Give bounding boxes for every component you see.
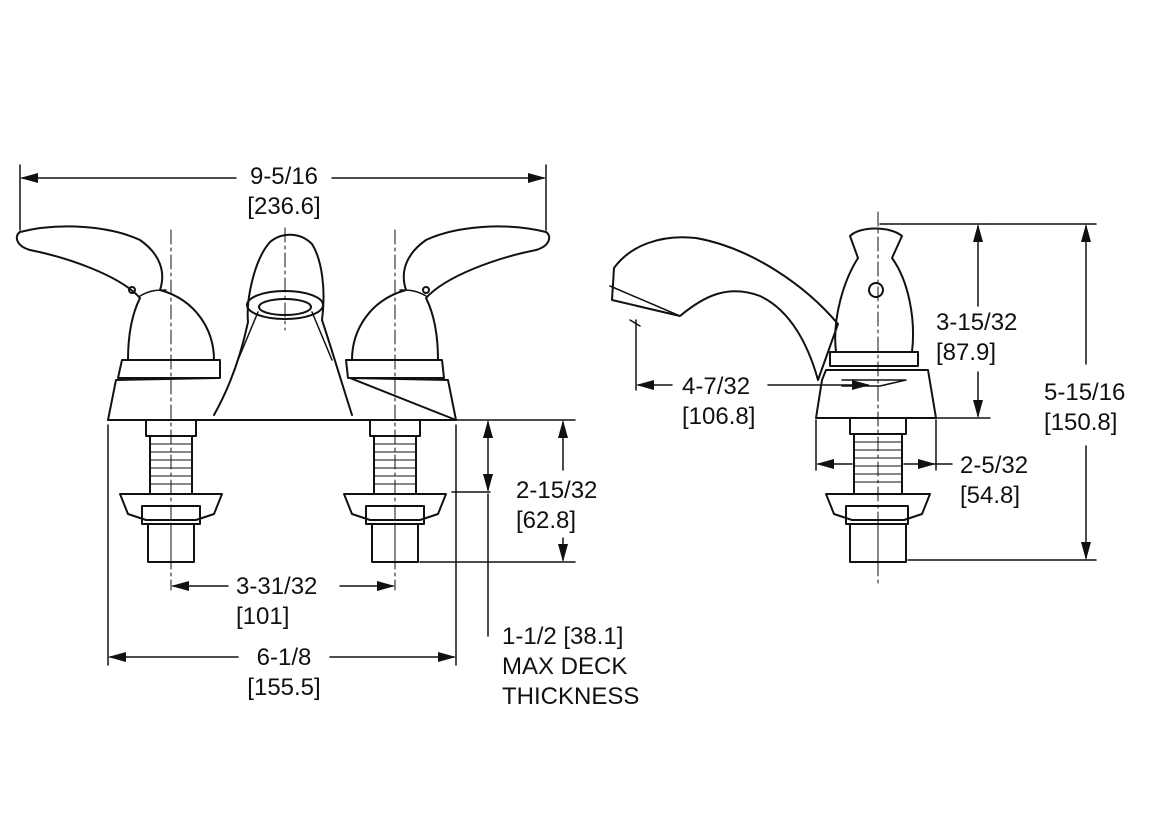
dim-overall-height: 5-15/16 [150.8]: [1044, 378, 1125, 438]
dim-handle-to-top: 3-15/32 [87.9]: [936, 308, 1017, 368]
front-view: [15, 225, 551, 591]
dim-shank-length: 2-15/32 [62.8]: [516, 476, 597, 536]
dim-shank-length-imperial: 2-15/32: [516, 477, 598, 504]
deck-thickness-note: 1-1/2 [38.1] MAX DECK THICKNESS: [502, 622, 639, 712]
side-view: [609, 211, 937, 587]
front-centerlines: [170, 227, 396, 591]
dim-base-depth-metric: [54.8]: [960, 482, 1021, 509]
side-base: [815, 369, 937, 419]
dim-overall-height-imperial: 5-15/16: [1044, 379, 1126, 406]
deck-note-line1: 1-1/2 [38.1]: [502, 623, 624, 650]
dim-base-width-metric: [155.5]: [247, 674, 321, 701]
front-spout: [213, 233, 353, 416]
dim-handle-to-top-imperial: 3-15/32: [936, 309, 1018, 336]
front-base-plate: [107, 377, 457, 421]
dim-base-depth-imperial: 2-5/32: [960, 452, 1029, 479]
dim-spout-reach: 4-7/32 [106.8]: [682, 372, 755, 432]
dim-overall-width-metric: [236.6]: [247, 193, 321, 220]
dimension-arrows: [20, 173, 1091, 662]
side-handle: [834, 227, 915, 353]
dim-base-width-imperial: 6-1/8: [256, 644, 312, 671]
dim-overall-width-imperial: 9-5/16: [249, 163, 319, 190]
dim-shank-centers: 3-31/32 [101]: [236, 572, 317, 632]
dim-overall-width: 9-5/16 [236.6]: [247, 162, 320, 222]
dim-base-depth: 2-5/32 [54.8]: [960, 451, 1028, 511]
dim-shank-centers-imperial: 3-31/32: [236, 573, 318, 600]
dim-shank-centers-metric: [101]: [236, 603, 290, 630]
dim-overall-height-metric: [150.8]: [1044, 409, 1118, 436]
deck-note-line3: THICKNESS: [502, 683, 640, 710]
side-spout: [611, 236, 839, 381]
dim-spout-reach-imperial: 4-7/32: [682, 373, 751, 400]
dim-base-width: 6-1/8 [155.5]: [247, 643, 320, 703]
front-left-handle: [15, 225, 215, 361]
dim-handle-to-top-metric: [87.9]: [936, 339, 997, 366]
deck-note-line2: MAX DECK: [502, 653, 628, 680]
front-right-handle: [351, 225, 551, 361]
dimension-lines: [19, 164, 1097, 666]
dim-spout-reach-metric: [106.8]: [682, 403, 756, 430]
dim-shank-length-metric: [62.8]: [516, 507, 577, 534]
